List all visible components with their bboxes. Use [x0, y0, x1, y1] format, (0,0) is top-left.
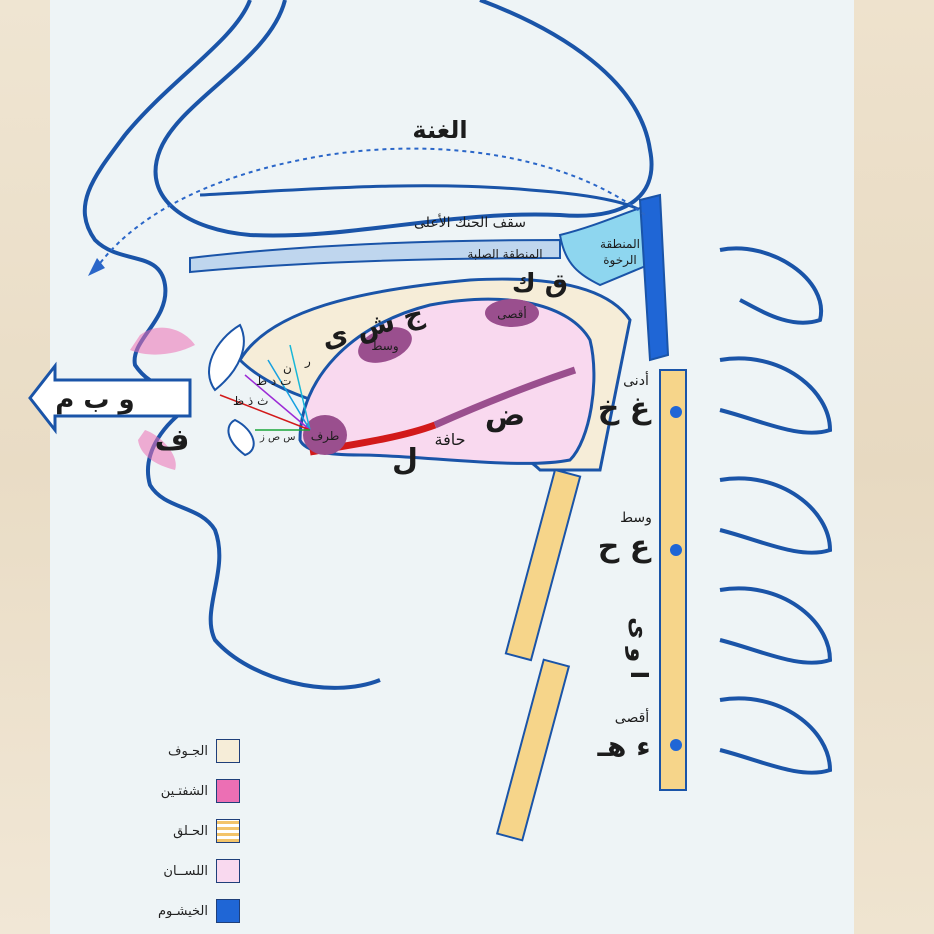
throat-middle-letters: ع ح [598, 529, 652, 564]
legend-item-jawf: الجـوف [120, 736, 240, 766]
tip-letters-szz: س ص ز [259, 432, 295, 443]
vertebra-4 [720, 588, 830, 662]
roof-label: سقف الحنك الأعلى [414, 213, 526, 231]
legend-label: الخيشـوم [158, 904, 208, 919]
throat-point-near [670, 406, 682, 418]
legend-label: الجـوف [168, 744, 208, 759]
tongue-back-label: أقصى [497, 306, 526, 321]
fa-letter: ف [155, 423, 190, 458]
tongue-middle-label: وسط [371, 339, 398, 354]
legend-swatch [216, 779, 240, 803]
throat-near-label: أدنى [623, 371, 649, 389]
nasal-label: الغنة [412, 116, 467, 144]
throat-vowels: ا و ى [625, 617, 653, 679]
lower-tooth [228, 420, 253, 455]
legend-swatch [216, 859, 240, 883]
legend-item-throat: الحـلق [120, 816, 240, 846]
throat-bar-left-lower [497, 660, 569, 841]
throat-bar-left-upper [506, 470, 580, 660]
qaf-kaf-label: ق ك [512, 269, 568, 299]
legend-item-lips: الشفتـين [120, 776, 240, 806]
throat-point-far [670, 739, 682, 751]
tip-letters-n: ن [283, 361, 292, 375]
lips-letters: و ب م [55, 385, 134, 415]
soft-palate-label-1: المنطقة [600, 237, 640, 251]
throat-bar-right [660, 370, 686, 790]
tip-letters-tdT: ت د ط [256, 374, 291, 388]
tip-letters-r: ر [304, 354, 311, 369]
legend-label: الحـلق [173, 824, 208, 839]
vertebra-5 [720, 698, 830, 772]
tip-letters-thdhz: ث ذ ظ [233, 394, 268, 408]
legend-item-nasal: الخيشـوم [120, 896, 240, 926]
legend-item-tongue: اللســان [120, 856, 240, 886]
tongue-edge-label: حافة [435, 430, 466, 449]
hard-palate-label: المنطقة الصلبة [467, 247, 542, 261]
legend: الجـوف الشفتـين الحـلق اللســان الخيشـوم [120, 736, 240, 934]
legend-label: اللســان [163, 864, 208, 879]
vertebra-2 [720, 358, 830, 432]
upper-tooth [209, 325, 244, 390]
vertebra-3 [720, 478, 830, 552]
throat-middle-label: وسط [620, 510, 652, 526]
lam-letter: ل [392, 443, 418, 478]
skull-line [156, 0, 652, 236]
soft-palate-label-2: الرخوة [603, 253, 637, 268]
dad-letter: ض [485, 398, 525, 433]
legend-swatch [216, 899, 240, 923]
throat-near-letters: غ خ [598, 391, 652, 426]
nasal-wall [640, 195, 668, 360]
nasal-cavity [200, 186, 645, 215]
throat-far-letters: ء هـ [596, 730, 650, 763]
legend-label: الشفتـين [161, 784, 208, 799]
vertebra-1 [720, 248, 821, 322]
legend-swatch [216, 819, 240, 843]
upper-lip [130, 328, 195, 355]
tongue-tip-label: طرف [311, 429, 340, 444]
throat-far-label: أقصى [615, 708, 650, 726]
throat-point-middle [670, 544, 682, 556]
legend-swatch [216, 739, 240, 763]
